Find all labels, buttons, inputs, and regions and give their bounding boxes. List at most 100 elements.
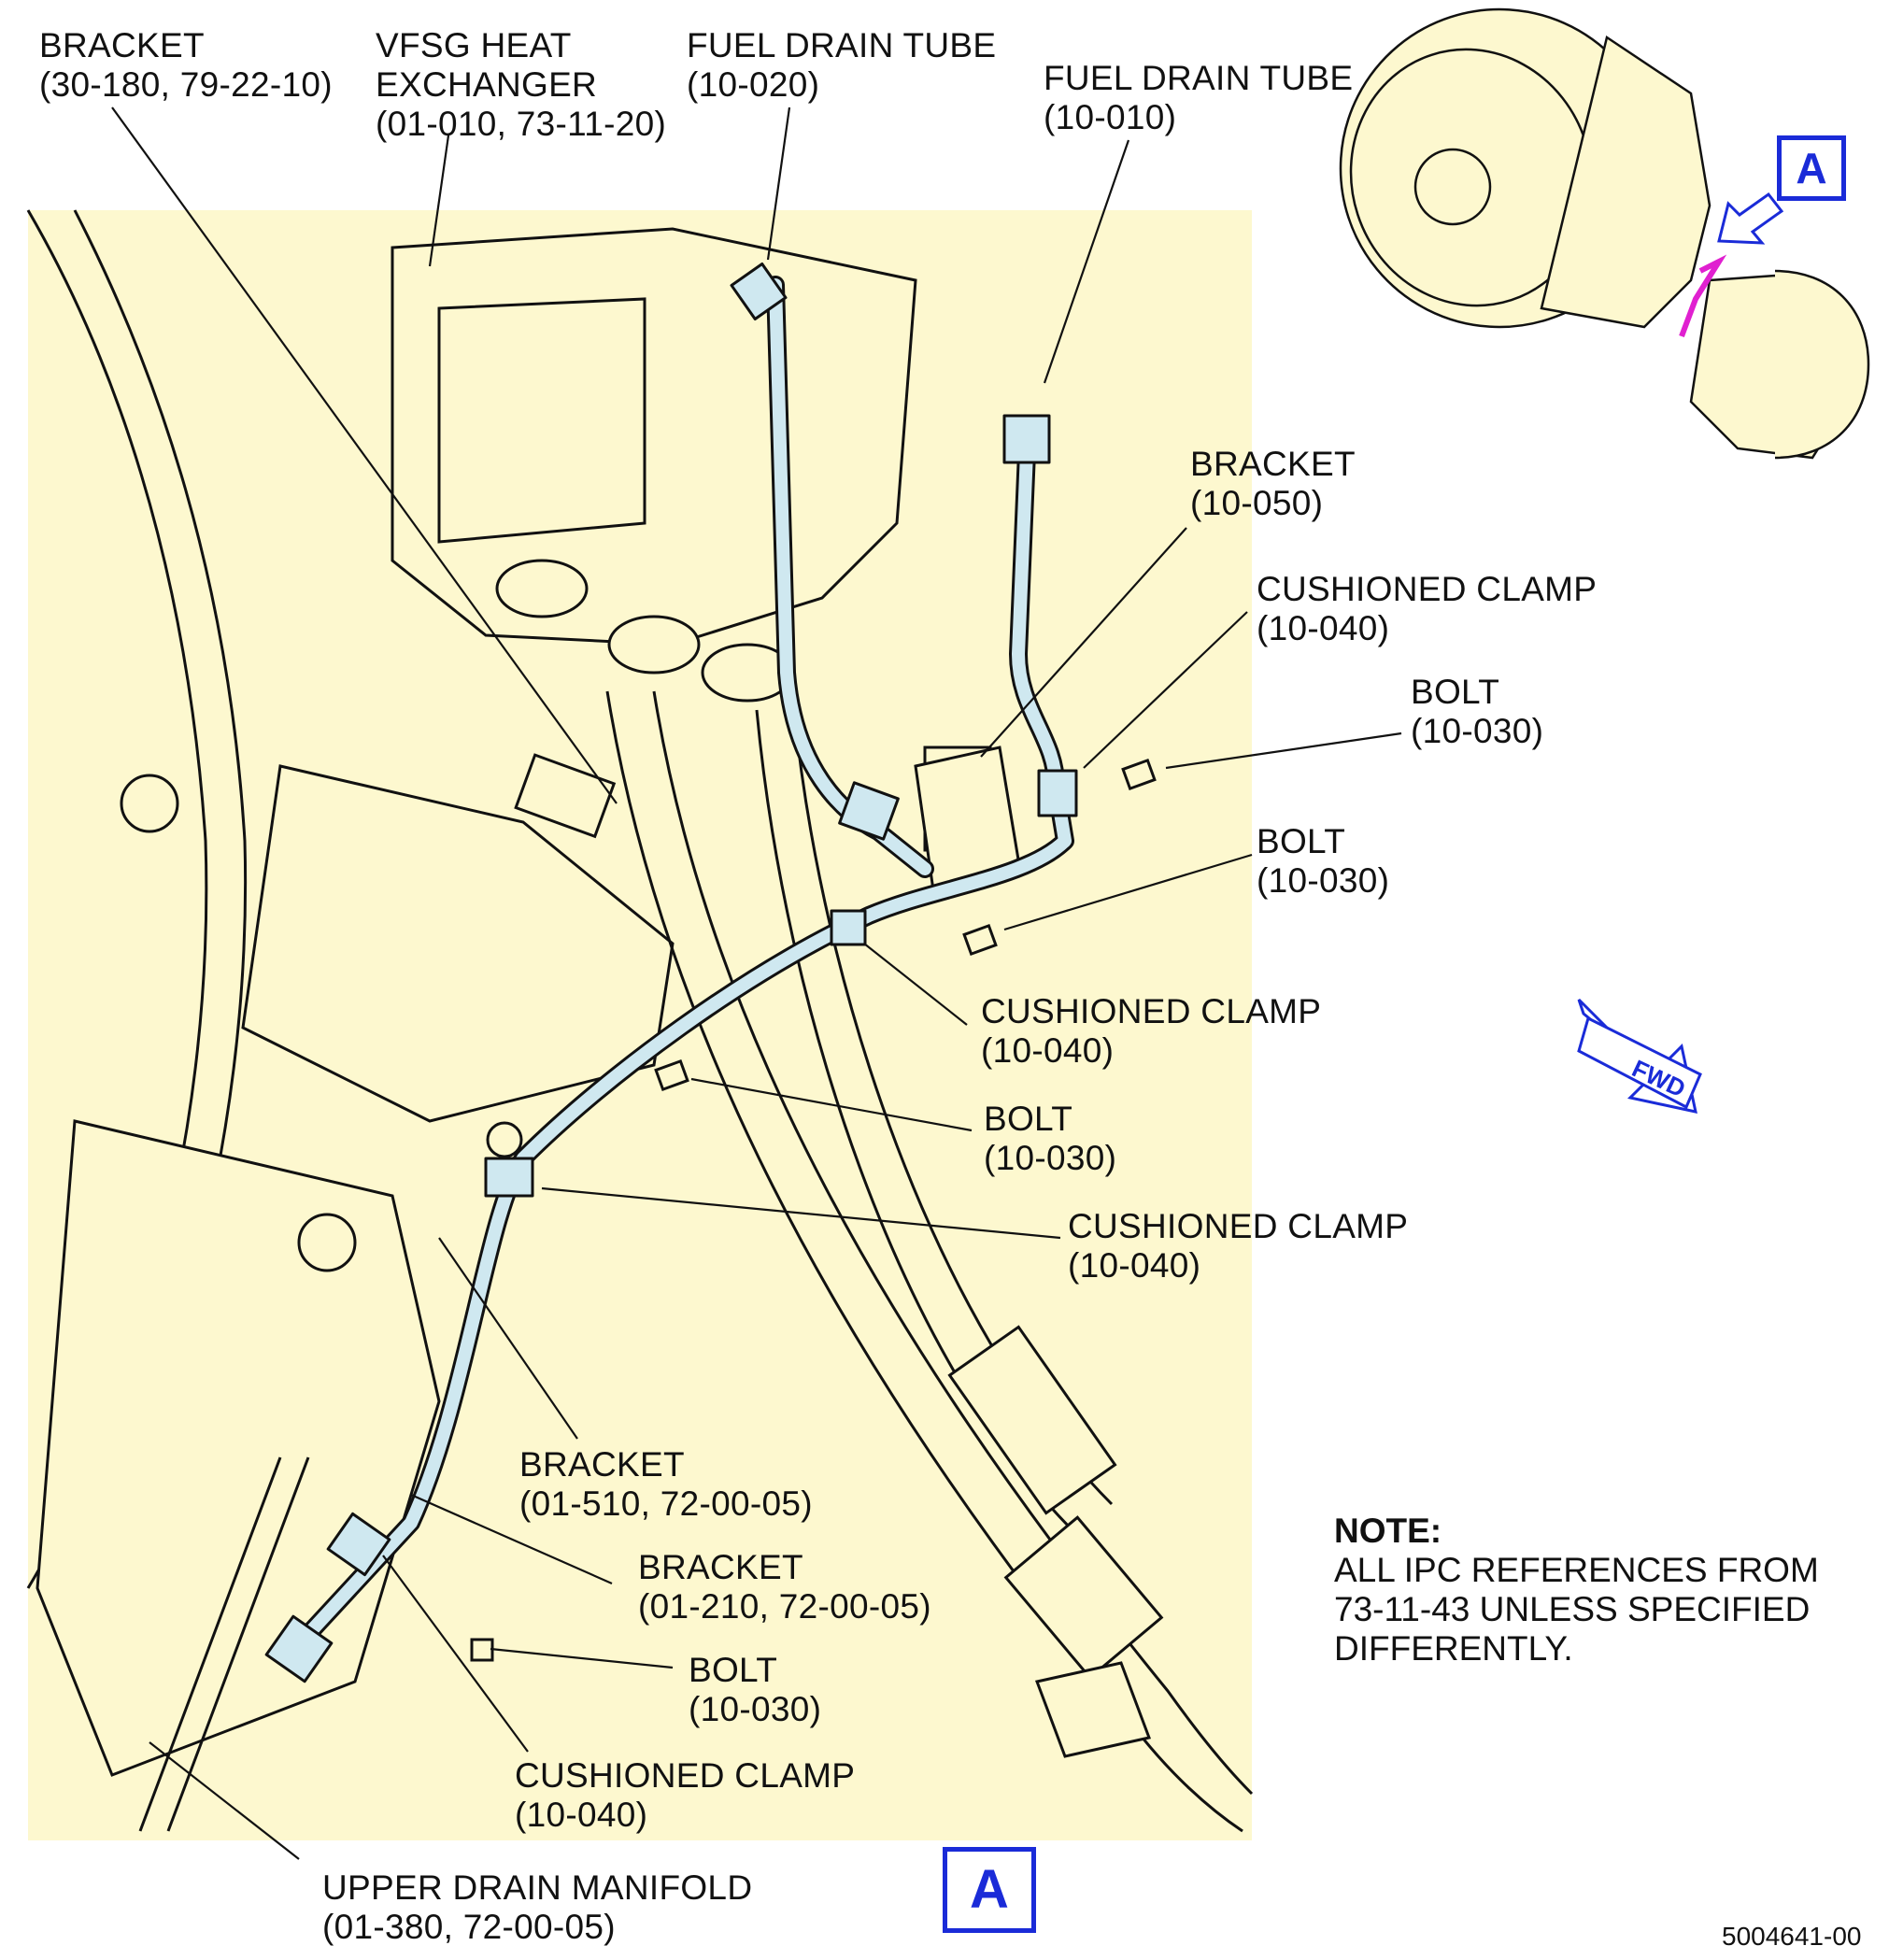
callout-ref: (10-030) bbox=[984, 1139, 1117, 1177]
callout-name-line2: EXCHANGER bbox=[376, 65, 598, 104]
callout-ref: (10-020) bbox=[687, 65, 820, 104]
engine-exhaust bbox=[1774, 269, 1870, 460]
view-a-label: A bbox=[943, 1847, 1036, 1933]
leader-fuel-drain-tube-2 bbox=[1043, 139, 1130, 384]
fuel-drain-tubes bbox=[264, 263, 1078, 1683]
port-2 bbox=[607, 615, 701, 675]
callout-ref: (10-040) bbox=[1257, 609, 1390, 647]
callout-bolt-2: BOLT (10-030) bbox=[1257, 822, 1389, 901]
callout-bolt-4: BOLT (10-030) bbox=[689, 1651, 821, 1729]
leader-bolt-3 bbox=[690, 1077, 973, 1132]
manifold-pipe-a bbox=[138, 1456, 282, 1832]
bracket-block-1 bbox=[514, 753, 617, 839]
bolt-shape-4 bbox=[470, 1638, 494, 1662]
callout-ref: (01-010, 73-11-20) bbox=[376, 105, 667, 143]
callout-bolt-1: BOLT (10-030) bbox=[1411, 673, 1543, 751]
note-line: 73-11-43 UNLESS SPECIFIED bbox=[1334, 1590, 1811, 1628]
callout-ref: (10-040) bbox=[515, 1796, 648, 1834]
harness-hoses bbox=[605, 690, 1254, 1833]
view-a-arrow-shape bbox=[1717, 192, 1784, 245]
callout-ref: (10-010) bbox=[1044, 98, 1177, 136]
port-1 bbox=[495, 559, 589, 618]
callout-bracket-30-180: BRACKET (30-180, 79-22-10) bbox=[39, 26, 333, 105]
callout-name: UPPER DRAIN MANIFOLD bbox=[322, 1868, 753, 1907]
callout-name: BOLT bbox=[1411, 673, 1500, 711]
callout-bolt-3: BOLT (10-030) bbox=[984, 1100, 1116, 1178]
bolt-shape-2 bbox=[962, 923, 998, 957]
tube-nut-3 bbox=[838, 781, 900, 841]
fitting-circle-2 bbox=[297, 1213, 357, 1272]
tube-nut-2 bbox=[1002, 414, 1051, 464]
bolts bbox=[470, 758, 1157, 1662]
leader-bracket-3 bbox=[438, 1237, 578, 1440]
clamp-body-1 bbox=[1037, 769, 1078, 817]
leader-clamp-2 bbox=[863, 943, 968, 1026]
bolt-shape-3 bbox=[654, 1058, 689, 1092]
fwd-arrow bbox=[1577, 998, 1702, 1114]
callout-fuel-drain-tube-10-020: FUEL DRAIN TUBE (10-020) bbox=[687, 26, 996, 105]
fwd-arrow-body bbox=[1577, 1016, 1702, 1110]
callout-name: BOLT bbox=[1257, 822, 1346, 860]
callout-name: BRACKET bbox=[638, 1548, 803, 1586]
clamp-body-4 bbox=[326, 1512, 391, 1577]
engine-spinner bbox=[1413, 148, 1492, 226]
callout-ref: (10-030) bbox=[1257, 861, 1390, 900]
lower-bracket-plate bbox=[241, 764, 675, 1123]
hose-sleeve-2 bbox=[1003, 1515, 1164, 1680]
manifold-pipe-b bbox=[166, 1456, 310, 1832]
callout-name: BRACKET bbox=[519, 1445, 685, 1484]
hose-end-fitting bbox=[1034, 1661, 1152, 1758]
leader-bracket-2 bbox=[980, 527, 1187, 758]
callout-ref: (10-040) bbox=[1068, 1246, 1201, 1285]
callout-ref: (01-510, 72-00-05) bbox=[519, 1484, 813, 1523]
callout-name: BOLT bbox=[984, 1100, 1073, 1138]
engine-locator bbox=[1339, 7, 1870, 460]
callout-bracket-01-510: BRACKET (01-510, 72-00-05) bbox=[519, 1445, 813, 1524]
callout-name: BRACKET bbox=[39, 26, 205, 64]
callout-cushioned-clamp-4: CUSHIONED CLAMP (10-040) bbox=[515, 1756, 855, 1835]
fitting-circle-3 bbox=[486, 1121, 523, 1158]
callout-upper-drain-manifold: UPPER DRAIN MANIFOLD (01-380, 72-00-05) bbox=[322, 1868, 752, 1947]
callout-name: VFSG HEAT bbox=[376, 26, 572, 64]
upper-drain-manifold-pipe bbox=[138, 1456, 310, 1832]
leader-clamp-3 bbox=[541, 1186, 1061, 1240]
heat-exchanger-core bbox=[437, 297, 646, 544]
leader-bracket-1 bbox=[111, 107, 618, 804]
figure-number: 5004641-00 bbox=[1722, 1922, 1862, 1951]
callout-name: CUSHIONED CLAMP bbox=[1257, 570, 1598, 608]
leader-upper-drain-manifold bbox=[149, 1741, 300, 1860]
callout-ref: (01-210, 72-00-05) bbox=[638, 1587, 931, 1626]
view-a-indicator-arrow bbox=[1717, 192, 1784, 245]
harness-hose-1-outline-a bbox=[605, 690, 1243, 1833]
callout-bracket-10-050: BRACKET (10-050) bbox=[1190, 445, 1356, 523]
engine-core-body bbox=[1540, 35, 1711, 329]
hose-sleeve-1 bbox=[947, 1325, 1117, 1515]
callout-name: BRACKET bbox=[1190, 445, 1356, 483]
leader-lines bbox=[111, 107, 1402, 1860]
callout-name: CUSHIONED CLAMP bbox=[981, 992, 1322, 1030]
callout-ref: (10-040) bbox=[981, 1031, 1115, 1070]
tube-nut-4 bbox=[264, 1614, 334, 1683]
callout-name: CUSHIONED CLAMP bbox=[515, 1756, 856, 1795]
callout-name: BOLT bbox=[689, 1651, 778, 1689]
fitting-circle-1 bbox=[120, 774, 179, 833]
callout-name: FUEL DRAIN TUBE bbox=[1044, 59, 1354, 97]
callout-cushioned-clamp-3: CUSHIONED CLAMP (10-040) bbox=[1068, 1207, 1408, 1285]
leader-vfsg bbox=[428, 135, 450, 267]
callout-name: CUSHIONED CLAMP bbox=[1068, 1207, 1409, 1245]
callout-ref: (10-030) bbox=[689, 1690, 822, 1728]
clamp-body-2 bbox=[830, 909, 867, 946]
callout-ref: (01-380, 72-00-05) bbox=[322, 1908, 616, 1946]
bolt-shape-1 bbox=[1121, 758, 1157, 791]
callout-cushioned-clamp-1: CUSHIONED CLAMP (10-040) bbox=[1257, 570, 1597, 648]
engine-highlight bbox=[1679, 254, 1727, 338]
callout-name: FUEL DRAIN TUBE bbox=[687, 26, 997, 64]
leader-bolt-4 bbox=[490, 1647, 674, 1669]
leader-bolt-2 bbox=[1003, 853, 1253, 931]
callout-vfsg-heat-exchanger: VFSG HEAT EXCHANGER (01-010, 73-11-20) bbox=[376, 26, 666, 144]
leader-fuel-drain-tube-1 bbox=[766, 107, 791, 261]
ipc-note: NOTE: ALL IPC REFERENCES FROM 73-11-43 U… bbox=[1334, 1512, 1819, 1669]
leader-clamp-1 bbox=[1083, 611, 1248, 769]
